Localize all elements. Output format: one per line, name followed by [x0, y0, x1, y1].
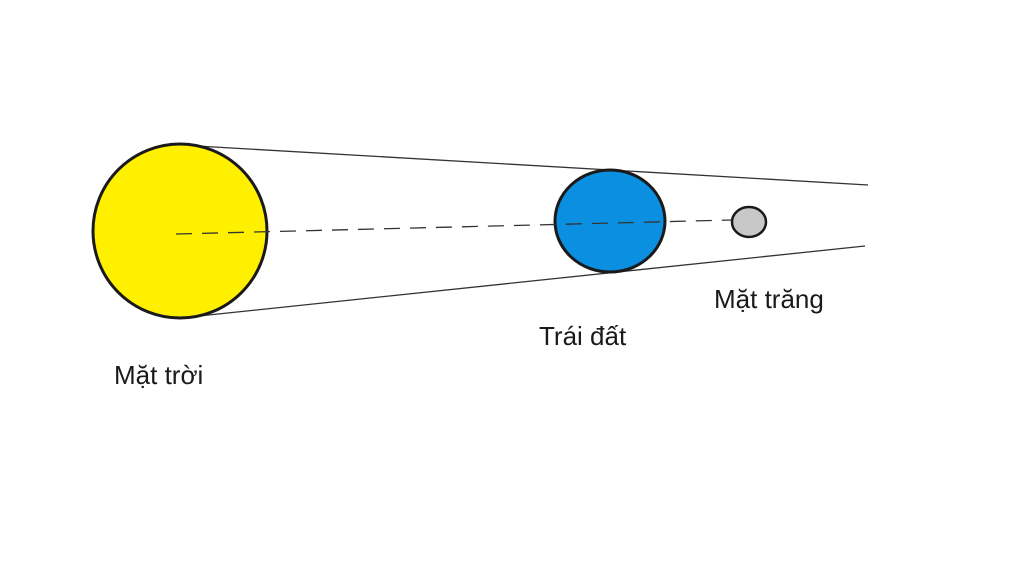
sun-label: Mặt trời [114, 360, 204, 390]
sun-circle [91, 142, 269, 320]
earth-label: Trái đất [539, 321, 627, 351]
moon-label: Mặt trăng [714, 284, 824, 314]
center-axis-dashed [175, 219, 733, 235]
earth-circle [553, 168, 667, 274]
moon-circle [730, 205, 768, 239]
upper-tangent-ray [179, 144, 869, 186]
lower-tangent-ray [179, 245, 866, 319]
